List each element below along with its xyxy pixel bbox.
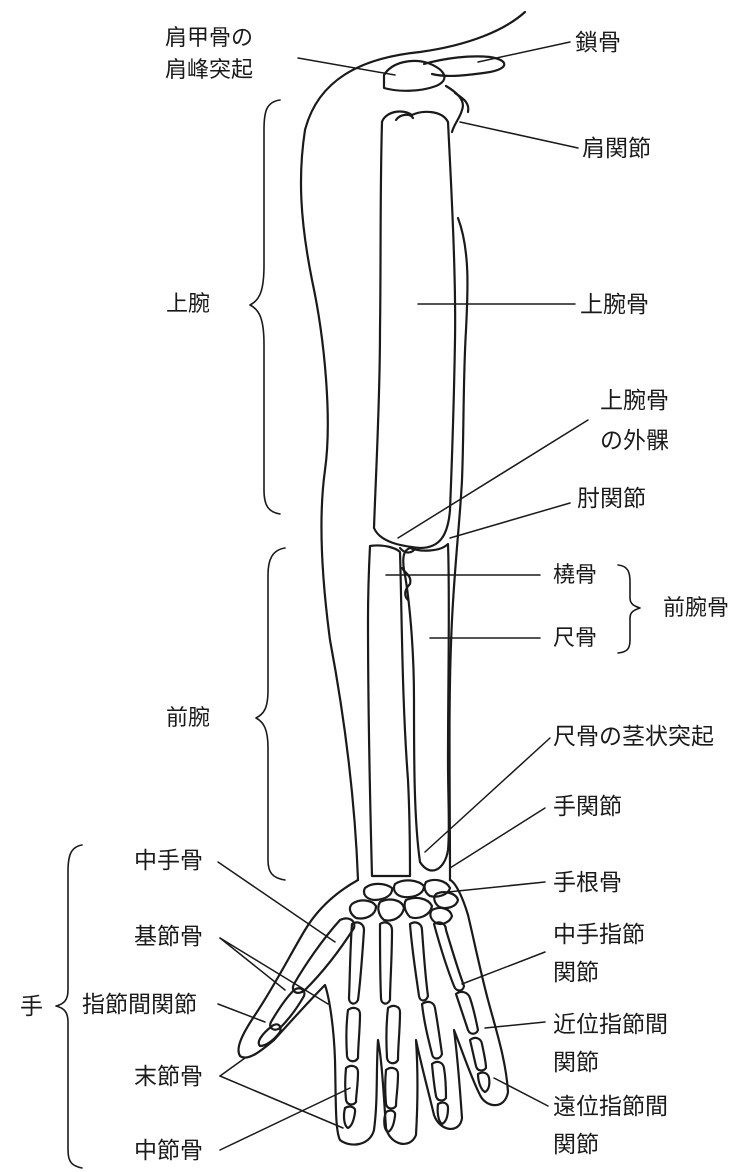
label-wrist-joint: 手関節: [553, 794, 622, 820]
label-dip-joint-line2: 関節: [553, 1132, 599, 1158]
label-dip-joint-line1: 遠位指節間: [553, 1094, 668, 1120]
label-distal-phalanx: 末節骨: [134, 1064, 203, 1090]
hand-outline: [238, 880, 508, 1145]
metacarpal-bones-drawing: [349, 922, 464, 1003]
label-ulnar-styloid: 尺骨の茎状突起: [553, 724, 714, 750]
shoulder-bones: [384, 56, 504, 132]
label-mcp-joint-line1: 中手指節: [553, 922, 645, 948]
label-hand: 手: [20, 994, 43, 1020]
thumb-bones: [259, 918, 355, 1046]
label-metacarpal: 中手骨: [134, 848, 203, 874]
label-ulna: 尺骨: [553, 626, 597, 652]
label-middle-phalanx: 中節骨: [134, 1138, 203, 1164]
carpal-bones-drawing: [350, 880, 458, 924]
label-clavicle: 鎖骨: [575, 30, 621, 56]
label-humerus: 上腕骨: [580, 292, 649, 318]
label-radius: 橈骨: [553, 563, 597, 589]
label-mcp-joint-line2: 関節: [553, 960, 599, 986]
label-shoulder-joint: 肩関節: [582, 136, 651, 162]
label-pip-joint-line1: 近位指節間: [553, 1012, 668, 1038]
label-proximal-phalanx: 基節骨: [134, 924, 203, 950]
label-forearm: 前腕: [166, 706, 210, 732]
label-lateral-epicondyle-line2: の外髁: [600, 428, 669, 454]
humerus-bone: [374, 111, 455, 552]
label-pip-joint-line2: 関節: [553, 1050, 599, 1076]
label-lateral-epicondyle-line1: 上腕骨: [600, 388, 669, 414]
label-elbow-joint: 肘関節: [577, 486, 646, 512]
label-forearm-bones: 前腕骨: [663, 596, 729, 622]
label-acromion-line1: 肩甲骨の: [165, 26, 253, 52]
arm-outline: [301, 12, 525, 880]
forearm-bones-drawing: [368, 544, 449, 876]
label-carpal: 手根骨: [553, 870, 622, 896]
label-upper-arm: 上腕: [166, 292, 210, 318]
label-acromion-line2: 肩峰突起: [165, 58, 253, 84]
label-interphalangeal-joint: 指節間関節: [82, 992, 197, 1018]
